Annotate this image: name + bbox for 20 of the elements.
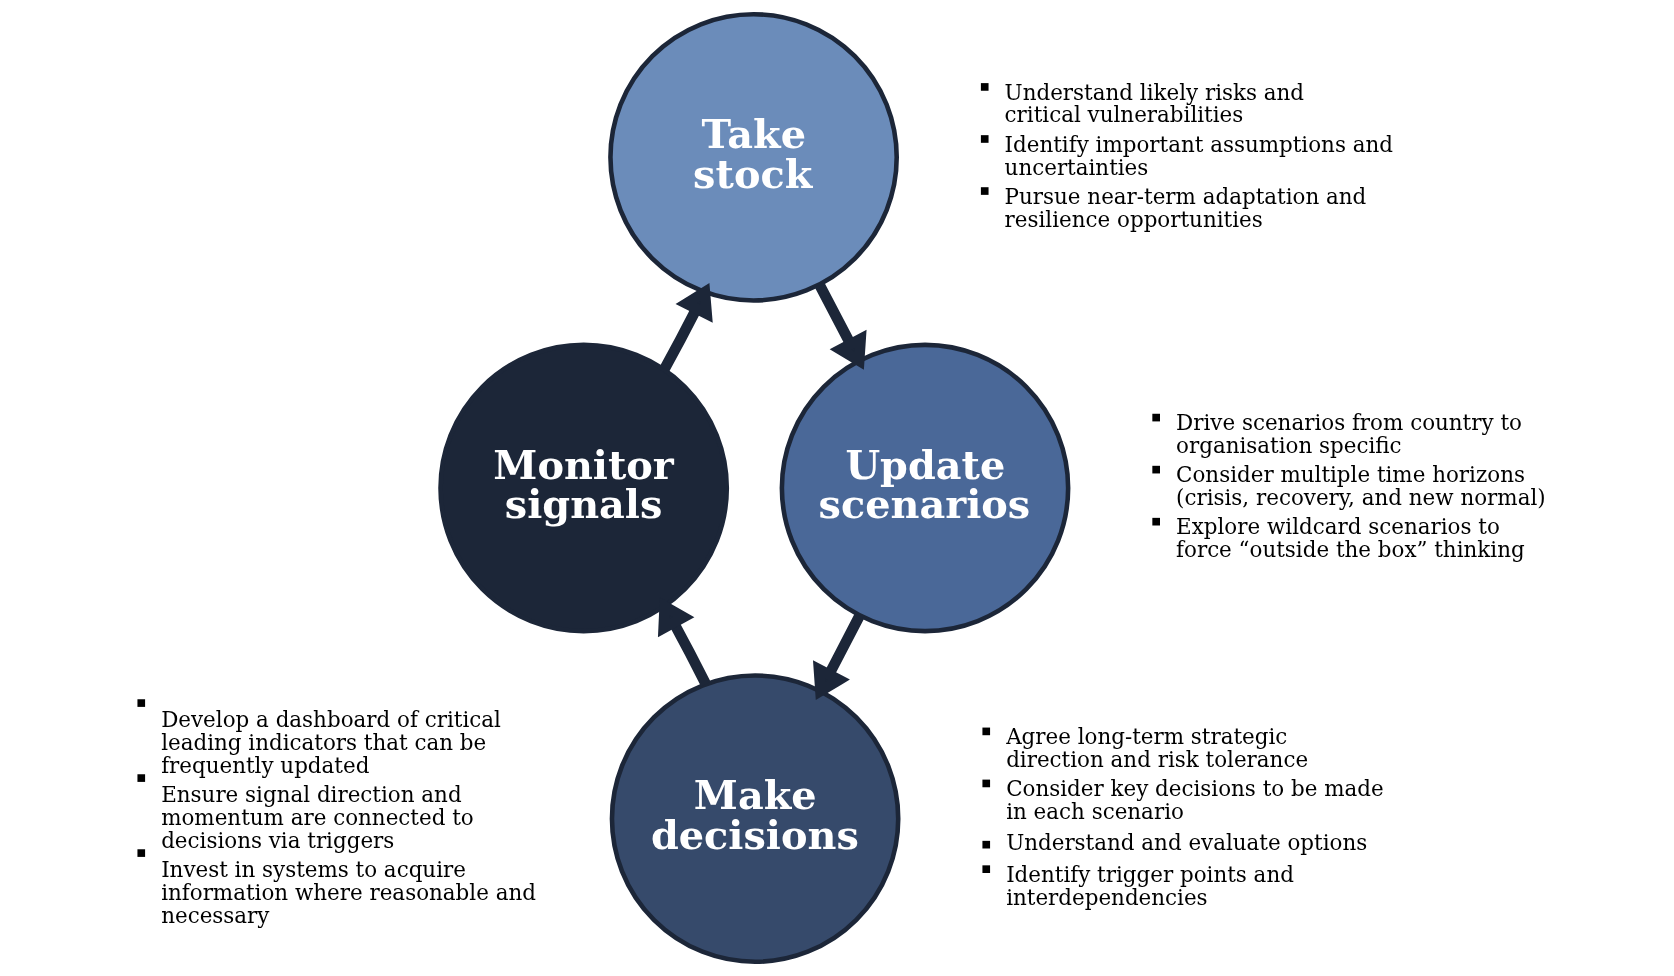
arrow	[814, 282, 867, 370]
node-circle: Update scenarios	[779, 342, 1071, 634]
node-circle: Take stock	[608, 11, 899, 303]
node-label: Agree long-term strategic direction and risk tolerance	[1006, 723, 1309, 772]
node-label: Drive scenarios from country to organisation specific	[1176, 410, 1522, 459]
node-label: Develop a dashboard of critical leading indicators that can be frequently updated	[161, 707, 501, 779]
node-label: Explore wildcard scenarios to force “outside the box” thinking	[1176, 514, 1525, 563]
node-label: Consider multiple time horizons (crisis, recovery, and new normal)	[1176, 462, 1546, 511]
arrow	[659, 282, 713, 372]
arrow	[813, 613, 865, 701]
node-label: Consider key decisions to be made in each scenario	[1006, 775, 1384, 824]
node-label: Understand likely risks and critical vulnerabilities	[1004, 79, 1305, 128]
node-label: Identify important assumptions and uncertainties	[1004, 131, 1394, 180]
node-label: Identify trigger points and interdependencies	[1006, 861, 1294, 910]
node-label: Understand and evaluate options	[1006, 830, 1368, 856]
node-label: Ensure signal direction and momentum are connected to decisions via triggers	[161, 782, 474, 854]
node-label: Pursue near-term adaptation and resilience opportunities	[1004, 183, 1367, 232]
node-circle: Monitor signals	[438, 342, 730, 634]
node-label: Invest in systems to acquire information where reasonable and necessary	[161, 857, 536, 929]
node-circle: Make decisions	[609, 673, 901, 965]
